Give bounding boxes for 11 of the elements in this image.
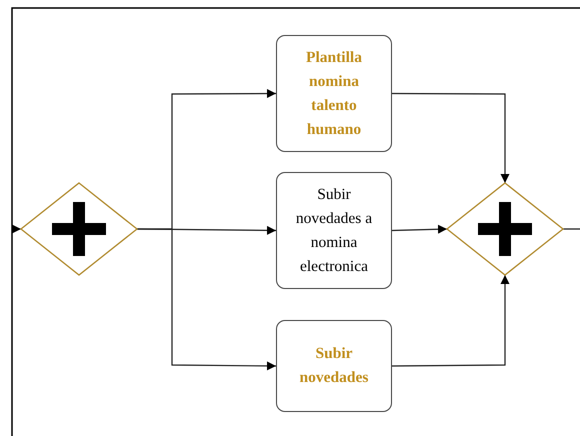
- task-label: Subir novedades: [298, 344, 370, 388]
- arrow: [392, 92, 510, 183]
- task-box: [276, 320, 392, 412]
- arrow: [137, 228, 276, 370]
- arrow: [392, 224, 448, 234]
- arrow: [392, 275, 510, 367]
- task-box: [276, 35, 392, 152]
- task-label: Subir novedades a nomina electronica: [294, 184, 374, 276]
- task-label: Plantilla nomina talento humano: [305, 48, 363, 140]
- task-box: [276, 172, 392, 289]
- arrow: [12, 224, 21, 234]
